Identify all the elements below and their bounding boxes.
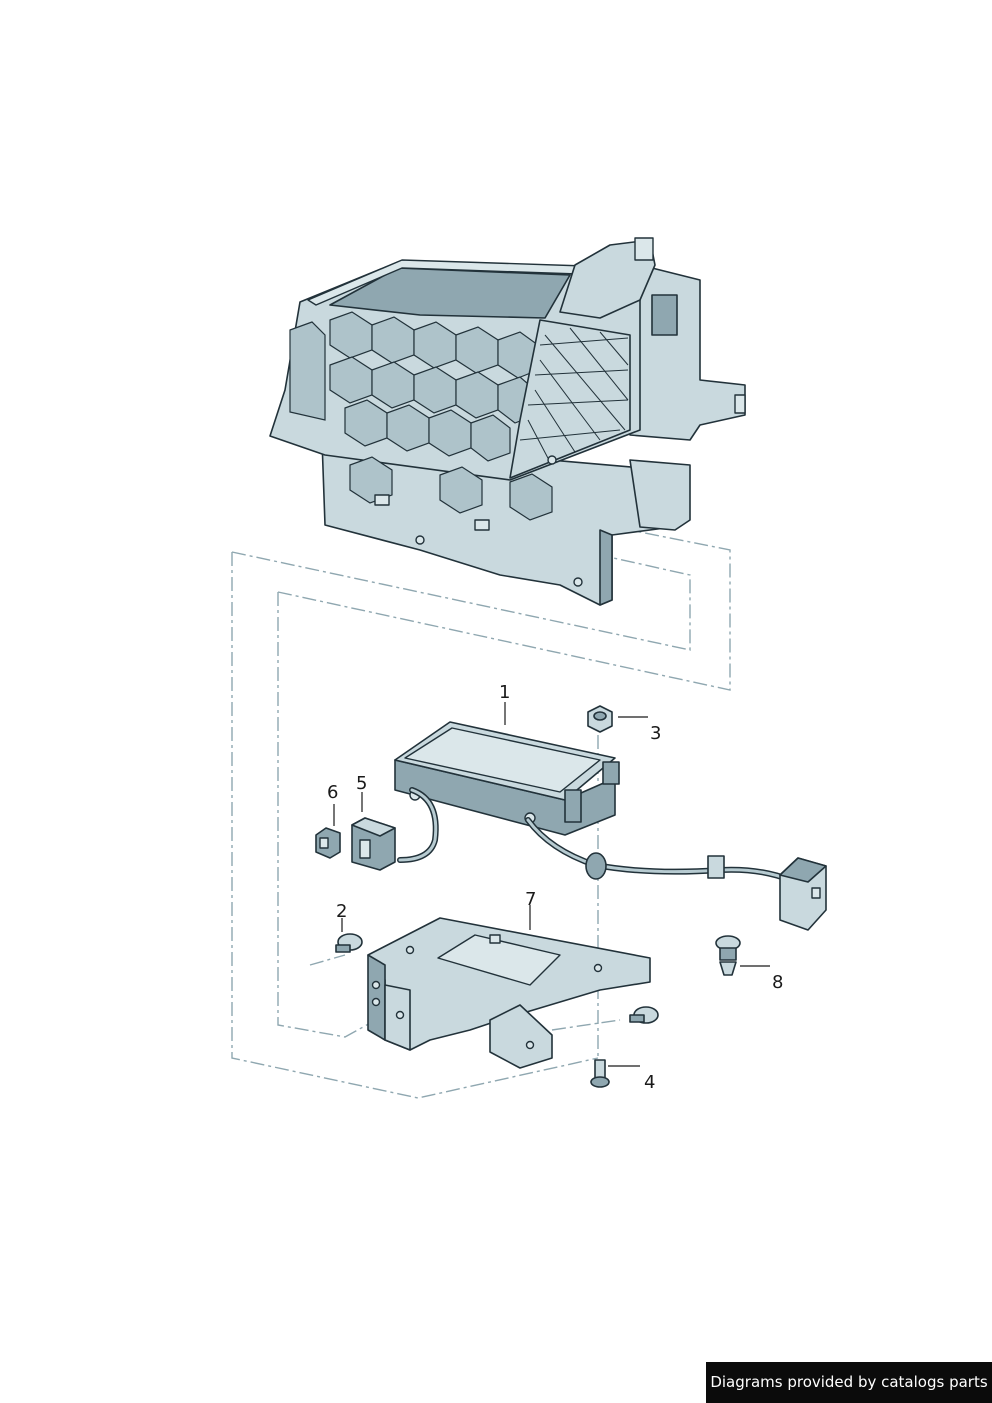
console-housing — [269, 237, 746, 606]
callout-1: 1 — [499, 682, 510, 703]
connector-part — [351, 817, 396, 871]
housing-lattice — [519, 327, 629, 463]
housing-honeycomb-ribs — [289, 311, 539, 462]
plug-part — [315, 827, 341, 859]
clip-part-8 — [715, 935, 741, 976]
screw-part-2 — [335, 933, 659, 1024]
wiring-harness — [397, 787, 793, 883]
callout-6: 6 — [327, 782, 338, 803]
callout-2: 2 — [336, 901, 347, 922]
callout-4: 4 — [644, 1072, 655, 1093]
control-unit — [394, 721, 620, 836]
bolt-part-4 — [590, 1059, 610, 1088]
harness-connector-box — [779, 857, 827, 931]
callout-7: 7 — [525, 889, 536, 910]
assembly-dash-lines — [231, 527, 731, 1099]
callout-5: 5 — [356, 773, 367, 794]
callout-3: 3 — [650, 723, 661, 744]
footer-credit: Diagrams provided by catalogs parts — [706, 1362, 992, 1403]
leader-lines — [333, 702, 770, 1067]
mounting-bracket — [367, 917, 651, 1069]
nut-part — [587, 705, 613, 733]
callout-8: 8 — [772, 972, 783, 993]
